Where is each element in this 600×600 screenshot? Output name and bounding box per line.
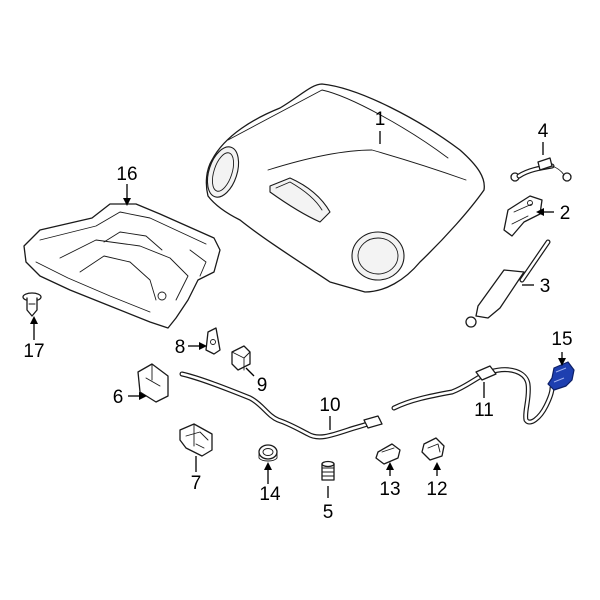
callout-5: 5 xyxy=(323,502,334,523)
latch-part xyxy=(179,423,213,457)
arrow-14 xyxy=(264,462,272,470)
hinge-part xyxy=(503,195,543,237)
lift-support-part xyxy=(465,239,551,328)
arrow-8 xyxy=(199,342,207,350)
arrow-17 xyxy=(30,316,38,324)
callout-4: 4 xyxy=(538,121,549,142)
callout-11: 11 xyxy=(474,400,494,421)
arrow-6 xyxy=(139,392,147,400)
callout-6: 6 xyxy=(113,387,124,408)
push-clip-part xyxy=(22,292,42,317)
release-handle-part xyxy=(547,361,575,391)
grommet-part xyxy=(258,444,278,462)
insulator-part xyxy=(23,203,221,329)
callout-13: 13 xyxy=(379,479,400,500)
cable-clip-part xyxy=(421,437,445,461)
callout-labels: 1 2 3 4 5 6 7 8 9 10 11 12 13 14 15 16 1… xyxy=(23,109,572,523)
arrow-2 xyxy=(536,208,544,216)
clip-part xyxy=(231,345,251,371)
callout-15: 15 xyxy=(551,329,572,350)
callout-1: 1 xyxy=(375,109,386,130)
guide-part xyxy=(205,327,221,355)
callout-9: 9 xyxy=(257,375,268,396)
callout-2: 2 xyxy=(560,203,571,224)
callout-3: 3 xyxy=(540,276,551,297)
arrow-16 xyxy=(123,198,131,206)
hood-part xyxy=(205,83,485,293)
callout-14: 14 xyxy=(259,484,281,505)
callout-16: 16 xyxy=(116,164,137,185)
leader-lines xyxy=(30,131,566,498)
callout-12: 12 xyxy=(426,479,447,500)
callout-10: 10 xyxy=(319,395,340,416)
callout-7: 7 xyxy=(191,473,202,494)
arrow-15 xyxy=(558,358,566,366)
front-release-cable-part xyxy=(179,371,383,440)
leader-9 xyxy=(245,367,255,377)
callout-17: 17 xyxy=(23,341,44,362)
bracket-part xyxy=(137,363,169,403)
arrow-12 xyxy=(433,462,441,470)
bumper-part xyxy=(321,460,335,481)
arrow-13 xyxy=(386,462,394,470)
ground-strap-part xyxy=(510,157,572,182)
cable-holder-part xyxy=(375,443,401,465)
rear-release-cable-part xyxy=(391,365,555,425)
callout-8: 8 xyxy=(175,337,186,358)
